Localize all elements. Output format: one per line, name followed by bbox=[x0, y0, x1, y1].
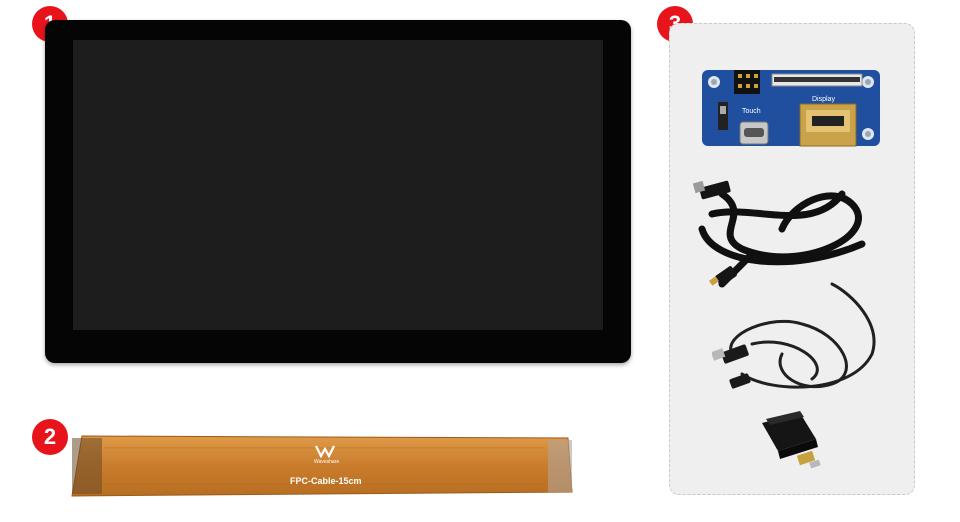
usb-cable bbox=[712, 274, 887, 404]
fpc-logo-text: Waveshare bbox=[314, 459, 340, 465]
hdmi-cable bbox=[692, 174, 892, 292]
lcd-display bbox=[45, 20, 631, 363]
fpc-cable: Waveshare FPC-Cable-15cm bbox=[68, 432, 588, 500]
waveshare-logo-icon bbox=[315, 445, 335, 459]
adapter-board: Touch Display bbox=[696, 64, 886, 154]
badge-2: 2 bbox=[32, 419, 68, 455]
accessory-panel: Touch Display bbox=[669, 23, 915, 495]
touch-label: Touch bbox=[742, 108, 761, 115]
display-screen bbox=[73, 40, 603, 330]
fpc-cable-label: FPC-Cable-15cm bbox=[290, 476, 362, 486]
hdmi-adapter bbox=[754, 409, 834, 479]
display-label: Display bbox=[812, 96, 835, 103]
